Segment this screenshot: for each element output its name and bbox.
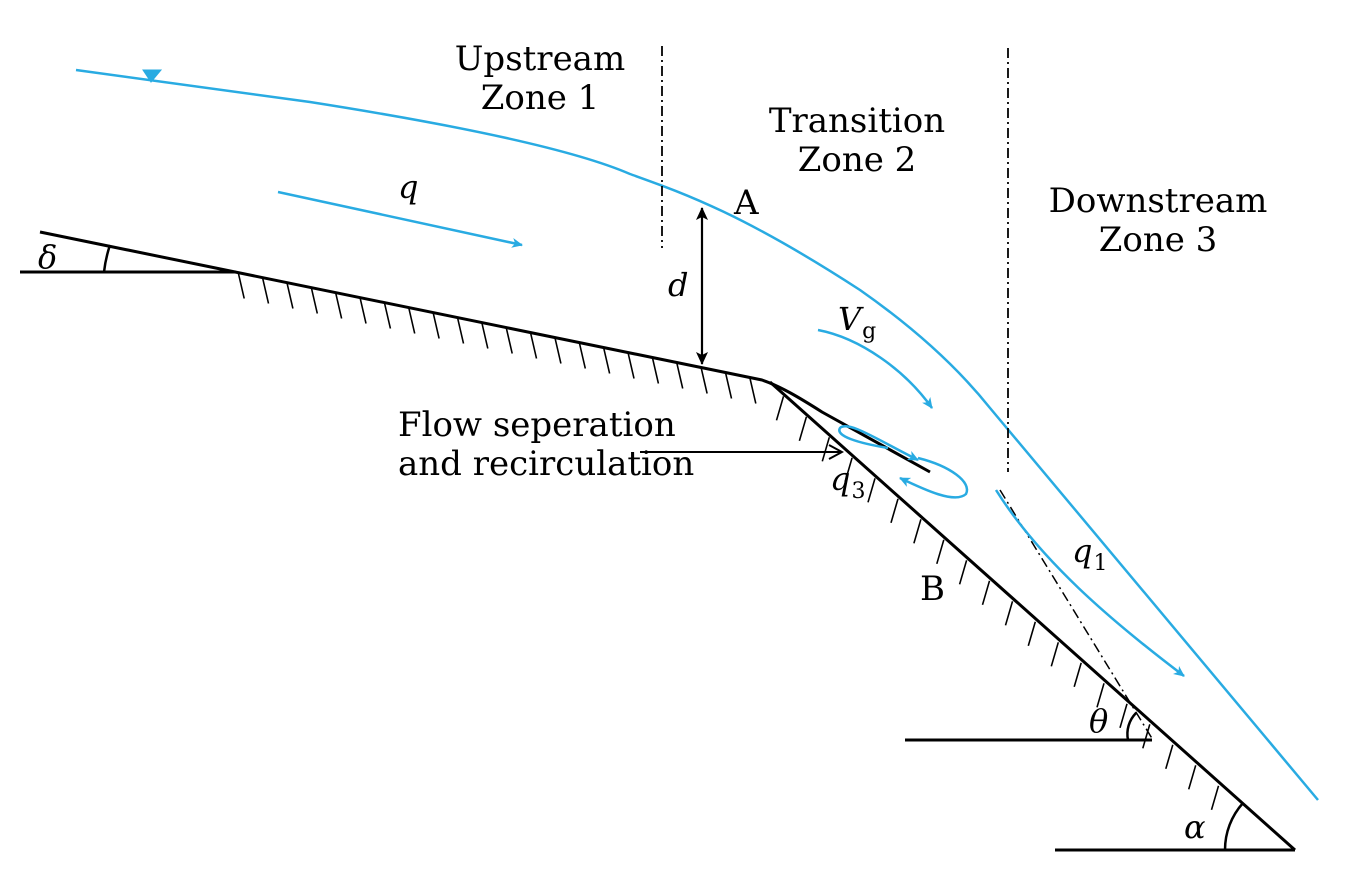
zone-downstream-title: Downstream <box>1048 181 1268 221</box>
channel-bed <box>39 230 931 474</box>
hatch-mark <box>554 337 562 364</box>
angle-arc-alpha <box>1223 802 1244 851</box>
zone-downstream-label: Downstream Zone 3 <box>1040 181 1276 261</box>
hatch-mark <box>936 539 945 565</box>
hatch-mark <box>1050 642 1060 667</box>
flow-arrow-q1 <box>994 489 1185 677</box>
zone-upstream-title: Upstream <box>454 39 626 79</box>
hatch-mark <box>1004 601 1014 626</box>
hatch-mark <box>627 352 635 379</box>
hatch-mark <box>1096 683 1105 708</box>
flow-arrow-q <box>277 190 523 248</box>
hatch-mark <box>675 362 684 389</box>
hatch-mark <box>481 322 489 349</box>
hatch-mark <box>981 580 991 606</box>
hatch-mark <box>529 332 538 359</box>
angle-alpha-label: α <box>1184 808 1206 846</box>
hatch-mark <box>359 297 367 324</box>
hatch-mark <box>913 519 922 544</box>
hatch-mark <box>1187 765 1197 790</box>
hatch-mark <box>261 277 270 304</box>
symbol-q: q <box>398 168 418 206</box>
hatch-mark <box>775 396 785 421</box>
symbol-q3: q3 <box>830 460 865 504</box>
hatch-mark <box>1119 703 1128 729</box>
hatch-mark <box>1027 621 1037 647</box>
hatch-mark <box>1142 724 1151 749</box>
angle-arc-delta <box>102 244 112 273</box>
bed-steep-section <box>769 380 1296 852</box>
point-a-label: A <box>734 183 759 223</box>
hatch-mark <box>237 272 245 299</box>
hatch-mark <box>844 457 853 483</box>
hatch-mark <box>700 367 708 394</box>
symbol-vg: Vg <box>838 300 876 344</box>
hatch-mark <box>456 317 465 344</box>
annotation-line-2: and recirculation <box>398 444 695 485</box>
hatch-mark <box>958 560 968 585</box>
bed-hatching-upper <box>237 272 757 404</box>
angle-arc-theta <box>1126 712 1137 741</box>
zone-upstream-label: Upstream Zone 1 <box>440 39 640 119</box>
zone-transition-title: Transition <box>768 101 946 141</box>
angle-delta-label: δ <box>38 238 57 276</box>
annotation-line-1: Flow seperation <box>398 405 676 445</box>
hatch-mark <box>1210 785 1220 811</box>
recirculation-arrow-upper <box>838 425 919 462</box>
zone-transition-number: Zone 2 <box>797 140 917 181</box>
hatch-mark <box>505 327 513 354</box>
flow-separation-annotation: Flow seperation and recirculation <box>398 405 695 485</box>
zone-transition-label: Transition Zone 2 <box>752 101 962 181</box>
hatch-mark <box>407 307 416 334</box>
hatch-mark <box>1165 744 1174 770</box>
hatch-mark <box>724 372 733 399</box>
hatch-mark <box>310 287 319 314</box>
bed-hatching-lower <box>775 396 1220 811</box>
recirculation-arrow-lower <box>899 456 969 499</box>
free-surface-symbol <box>142 69 163 83</box>
hatch-mark <box>602 347 611 374</box>
hatch-mark <box>890 498 899 524</box>
hatch-mark <box>286 282 294 309</box>
hatch-mark <box>383 302 392 329</box>
hatch-mark <box>432 312 440 339</box>
hatch-mark <box>651 357 660 384</box>
zone-upstream-number: Zone 1 <box>480 78 600 119</box>
hatch-mark <box>821 437 831 462</box>
hatch-mark <box>1073 662 1082 688</box>
hatch-mark <box>867 478 876 503</box>
symbol-d: d <box>668 266 688 304</box>
zone-downstream-number: Zone 3 <box>1098 220 1218 261</box>
angle-theta-label: θ <box>1089 702 1108 740</box>
hatch-mark <box>749 377 757 404</box>
hatch-mark <box>334 292 343 319</box>
hatch-mark <box>578 342 587 369</box>
hatch-mark <box>798 416 808 442</box>
point-b-label: B <box>920 569 945 609</box>
symbol-q1: q1 <box>1072 532 1107 576</box>
water-surface-line <box>75 68 1319 801</box>
flow-arrow-vg <box>817 328 934 409</box>
